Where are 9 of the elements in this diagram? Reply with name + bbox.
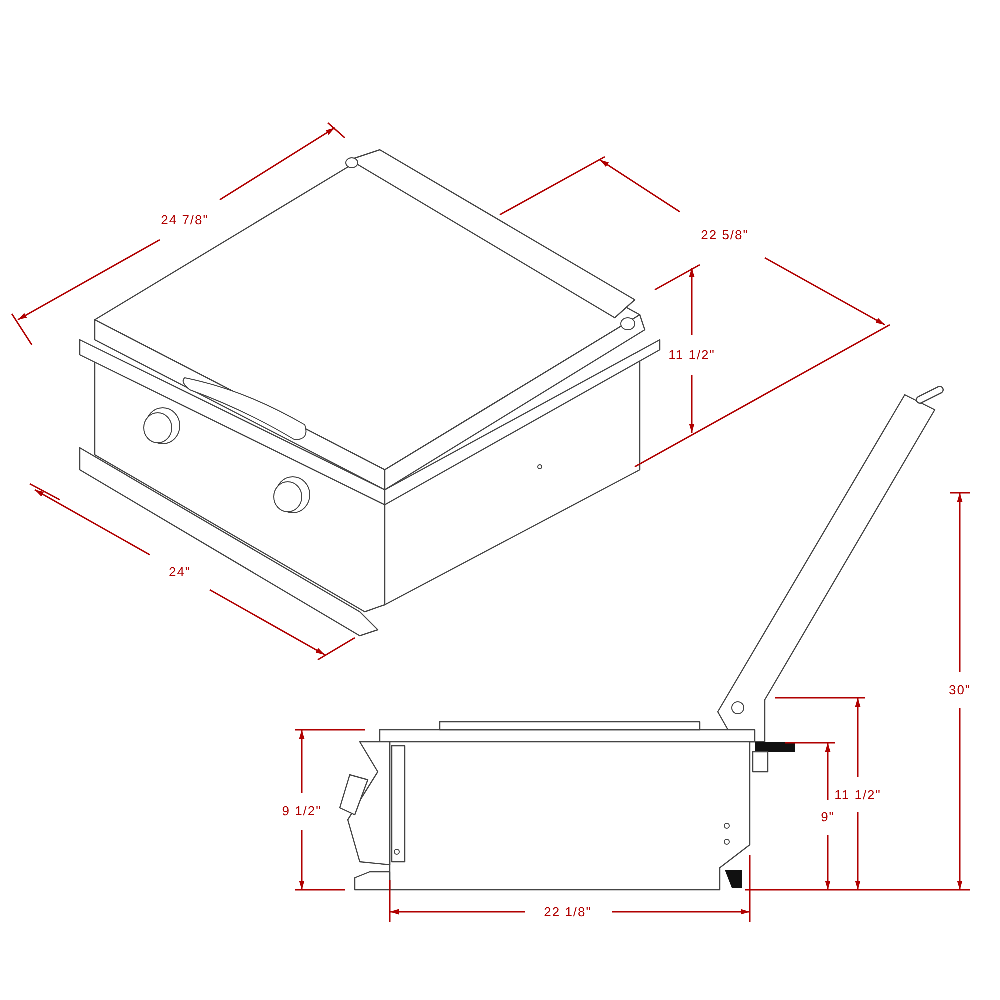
dimension-label: 24 7/8" xyxy=(161,214,209,226)
dimension-label: 11 1/2" xyxy=(834,788,882,802)
dimension-label: 9 1/2" xyxy=(282,804,322,818)
dimension-label: 22 5/8" xyxy=(701,228,749,242)
dimension-label: 24" xyxy=(168,566,192,578)
dimension-label: 22 1/8" xyxy=(544,906,592,918)
dimension-label: 9" xyxy=(821,810,835,824)
dimension-label: 30" xyxy=(948,684,972,696)
dimension-label: 11 1/2" xyxy=(668,348,716,362)
